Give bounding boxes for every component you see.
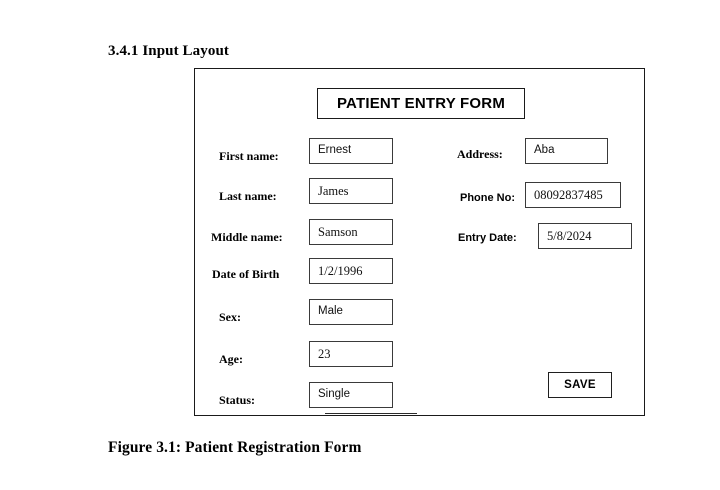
input-first-name[interactable]: Ernest (309, 138, 393, 164)
save-button-label: SAVE (564, 379, 596, 391)
value-age: 23 (318, 346, 331, 361)
form-title-box: PATIENT ENTRY FORM (317, 88, 525, 119)
input-entry-date[interactable]: 5/8/2024 (538, 223, 632, 249)
section-heading: 3.4.1 Input Layout (108, 43, 230, 59)
input-age[interactable]: 23 (309, 341, 393, 367)
label-entry-date: Entry Date: (458, 232, 517, 244)
label-status: Status: (219, 393, 256, 407)
value-entry-date: 5/8/2024 (547, 228, 592, 243)
input-date-of-birth[interactable]: 1/2/1996 (309, 258, 393, 284)
save-button[interactable]: SAVE (548, 372, 612, 398)
figure-caption: Figure 3.1: Patient Registration Form (108, 439, 362, 456)
label-phone-no: Phone No: (460, 192, 515, 204)
label-address: Address: (457, 147, 503, 161)
label-age: Age: (219, 352, 243, 366)
value-last-name: James (318, 183, 349, 198)
input-status[interactable]: Single (309, 382, 393, 408)
value-address: Aba (534, 144, 555, 157)
label-last-name: Last name: (219, 189, 277, 203)
value-phone-no: 08092837485 (534, 187, 603, 202)
value-status: Single (318, 388, 350, 401)
input-middle-name[interactable]: Samson (309, 219, 393, 245)
label-first-name: First name: (219, 149, 279, 163)
value-first-name: Ernest (318, 144, 352, 157)
form-title: PATIENT ENTRY FORM (336, 95, 506, 112)
label-sex: Sex: (219, 310, 241, 324)
value-sex: Male (318, 305, 343, 318)
label-middle-name: Middle name: (211, 230, 283, 244)
patient-entry-form-window: PATIENT ENTRY FORM First name: Ernest La… (194, 68, 645, 416)
input-last-name[interactable]: James (309, 178, 393, 204)
label-date-of-birth: Date of Birth (212, 267, 280, 281)
input-address[interactable]: Aba (525, 138, 608, 164)
input-phone-no[interactable]: 08092837485 (525, 182, 621, 208)
input-sex[interactable]: Male (309, 299, 393, 325)
value-date-of-birth: 1/2/1996 (318, 263, 363, 278)
divider-rule (325, 413, 417, 415)
value-middle-name: Samson (318, 224, 358, 239)
